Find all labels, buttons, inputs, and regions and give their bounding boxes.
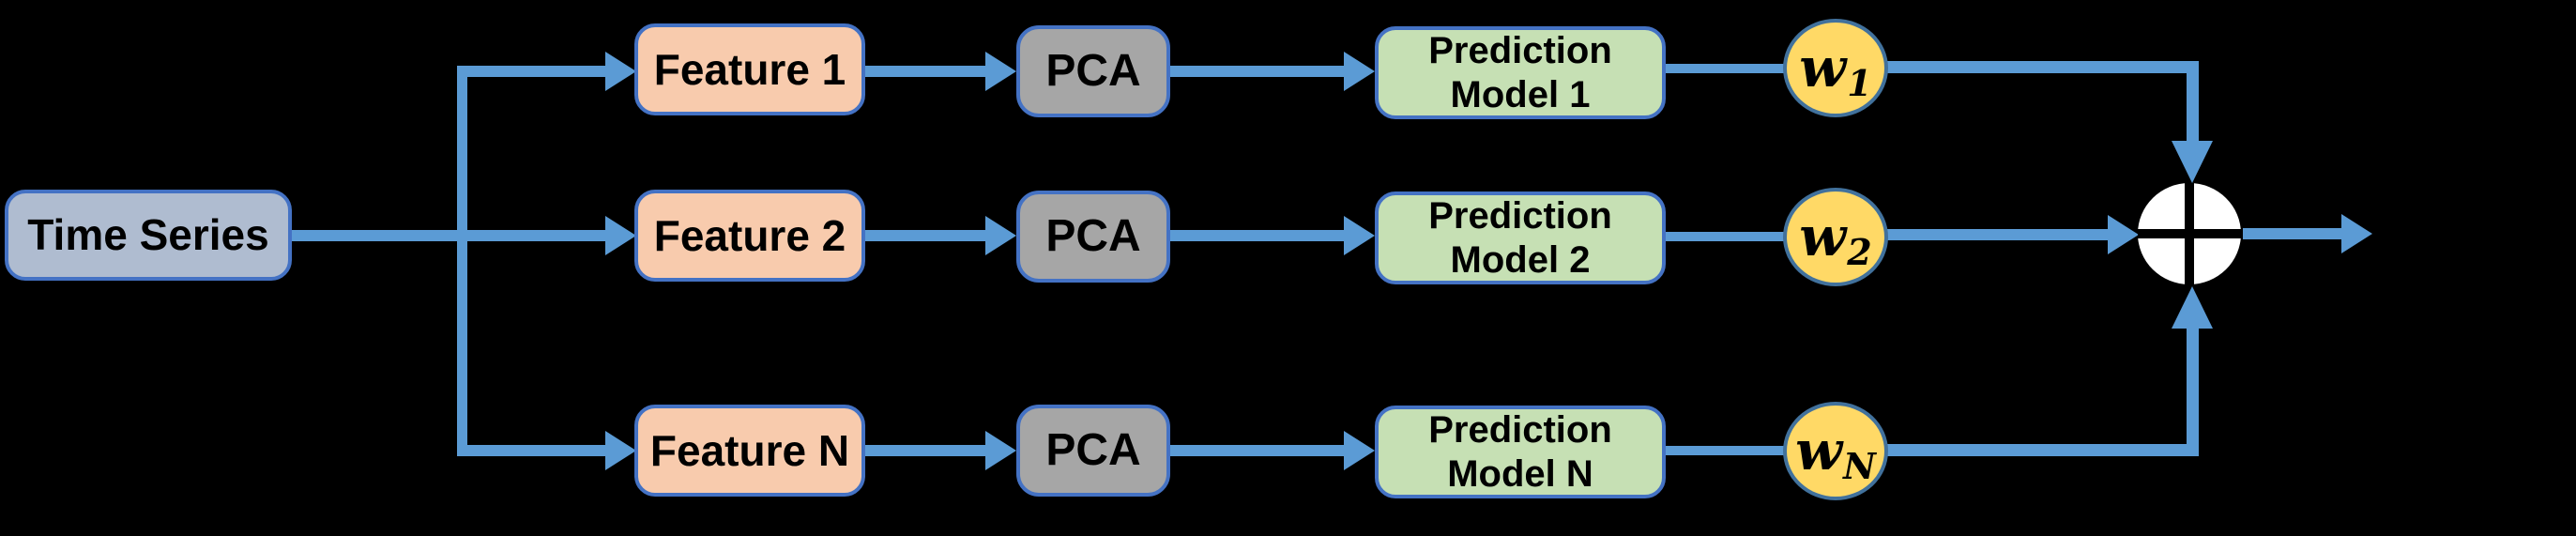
- feature-1-node: Feature 1: [634, 23, 865, 115]
- line-feature-n-to-pca-n: [865, 445, 985, 456]
- model-n-line2: Model N: [1447, 452, 1593, 495]
- pca-n-node: PCA: [1016, 405, 1170, 497]
- arrowhead-sum-left: [2108, 215, 2139, 254]
- time-series-label: Time Series: [27, 210, 269, 260]
- line-model-1-to-weight-1: [1666, 64, 1785, 73]
- arrowhead-pca-2: [985, 216, 1016, 255]
- trunk-line: [457, 66, 467, 456]
- line-model-n-to-weight-n: [1666, 446, 1785, 455]
- pca-2-label: PCA: [1045, 210, 1141, 261]
- arrowhead-model-n: [1344, 431, 1375, 470]
- pca-1-node: PCA: [1016, 25, 1170, 117]
- time-series-node: Time Series: [5, 190, 292, 281]
- prediction-model-1-node: Prediction Model 1: [1375, 26, 1666, 119]
- feature-1-label: Feature 1: [653, 44, 846, 94]
- arrowhead-pca-n: [985, 431, 1016, 470]
- pca-1-label: PCA: [1045, 45, 1141, 96]
- line-pca-n-to-model-n: [1170, 445, 1344, 456]
- weight-1-subscript: 1: [1847, 61, 1872, 104]
- line-feature-1-to-pca-1: [865, 66, 985, 77]
- line-trunk-to-feature-n: [457, 445, 605, 456]
- model-1-line1: Prediction: [1428, 29, 1612, 71]
- model-1-line2: Model 1: [1450, 73, 1591, 115]
- weight-n-symbol: w: [1795, 418, 1843, 482]
- weight-n-subscript: N: [1843, 444, 1876, 487]
- arrowhead-model-1: [1344, 52, 1375, 91]
- line-pca-2-to-model-2: [1170, 230, 1344, 241]
- line-feature-2-to-pca-2: [865, 230, 985, 241]
- weight-2-symbol: w: [1799, 204, 1847, 268]
- line-weight-n-vertical: [2187, 327, 2199, 456]
- line-model-2-to-weight-2: [1666, 232, 1785, 241]
- prediction-model-2-node: Prediction Model 2: [1375, 191, 1666, 284]
- arrowhead-feature-2: [605, 216, 636, 255]
- line-weight-2-to-sum: [1887, 229, 2108, 240]
- line-weight-1-vertical: [2187, 61, 2199, 141]
- line-weight-n-horizontal: [1887, 444, 2198, 456]
- circled-plus-icon: [2138, 229, 2241, 238]
- pca-2-node: PCA: [1016, 191, 1170, 283]
- arrowhead-model-2: [1344, 216, 1375, 255]
- arrowhead-feature-1: [605, 52, 636, 91]
- model-2-line1: Prediction: [1428, 194, 1612, 237]
- model-2-line2: Model 2: [1450, 238, 1591, 281]
- weight-2-subscript: 2: [1847, 230, 1872, 273]
- line-weight-1-horizontal: [1887, 61, 2198, 73]
- line-sum-output: [2243, 228, 2341, 239]
- arrowhead-output: [2341, 214, 2372, 253]
- summation-node: [2138, 183, 2241, 284]
- feature-n-node: Feature N: [634, 405, 865, 497]
- feature-2-label: Feature 2: [653, 210, 846, 260]
- pca-n-label: PCA: [1045, 424, 1141, 475]
- arrowhead-feature-n: [605, 431, 636, 470]
- line-pca-1-to-model-1: [1170, 66, 1344, 77]
- model-n-line1: Prediction: [1428, 408, 1612, 451]
- arrowhead-sum-bottom: [2172, 286, 2213, 329]
- prediction-model-n-node: Prediction Model N: [1375, 406, 1666, 498]
- line-trunk-to-feature-1: [457, 66, 605, 77]
- arrowhead-pca-1: [985, 52, 1016, 91]
- line-time-series-to-feature-2: [291, 230, 605, 241]
- arrowhead-sum-top: [2172, 141, 2213, 183]
- feature-2-node: Feature 2: [634, 190, 865, 282]
- weight-1-symbol: w: [1799, 35, 1847, 100]
- feature-n-label: Feature N: [649, 425, 850, 475]
